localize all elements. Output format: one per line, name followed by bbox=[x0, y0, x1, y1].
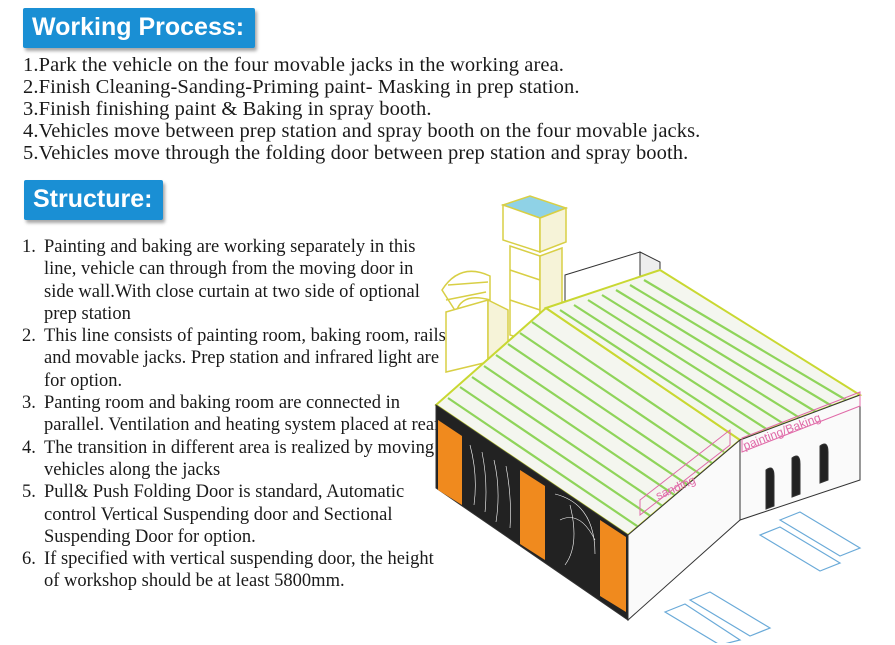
structure-item-text: Painting and baking are working separate… bbox=[44, 237, 420, 324]
booth-side-wall: sanding painting/Baking bbox=[627, 391, 861, 622]
booth-front-wall bbox=[435, 404, 629, 621]
structure-item-text: Pull& Push Folding Door is standard, Aut… bbox=[44, 482, 405, 547]
structure-item-number: 6. bbox=[22, 549, 36, 570]
structure-item-text: This line consists of painting room, bak… bbox=[44, 326, 446, 391]
structure-item-1: 1. Painting and baking are working separa… bbox=[22, 236, 447, 325]
structure-item-6: 6. If specified with vertical suspending … bbox=[22, 548, 447, 593]
working-process-heading: Working Process: bbox=[23, 8, 256, 48]
structure-item-text: The transition in different area is real… bbox=[44, 437, 435, 480]
structure-heading: Structure: bbox=[24, 180, 164, 220]
structure-list: 1. Painting and baking are working separa… bbox=[22, 236, 447, 593]
process-step-1: 1.Park the vehicle on the four movable j… bbox=[23, 54, 565, 76]
structure-item-4: 4. The transition in different area is re… bbox=[22, 437, 447, 482]
working-process-steps: 1.Park the vehicle on the four movable j… bbox=[23, 54, 700, 164]
structure-item-text: If specified with vertical suspending do… bbox=[44, 549, 434, 592]
process-step-2: 2.Finish Cleaning-Sanding-Priming paint-… bbox=[23, 76, 580, 98]
movable-jacks bbox=[663, 511, 862, 643]
structure-item-number: 1. bbox=[22, 237, 36, 257]
structure-item-text: Panting room and baking room are connect… bbox=[44, 393, 444, 436]
process-step-3: 3.Finish finishing paint & Baking in spr… bbox=[23, 98, 432, 120]
spray-booth-illustration: sanding painting/Baking bbox=[434, 195, 863, 643]
structure-item-number: 3. bbox=[22, 393, 36, 414]
process-step-4: 4.Vehicles move between prep station and… bbox=[23, 120, 701, 142]
structure-item-number: 5. bbox=[22, 482, 36, 503]
structure-item-3: 3. Panting room and baking room are conne… bbox=[22, 392, 447, 437]
process-step-5: 5.Vehicles move through the folding door… bbox=[23, 142, 689, 164]
structure-item-number: 2. bbox=[22, 326, 36, 347]
structure-item-2: 2. This line consists of painting room, b… bbox=[22, 325, 447, 392]
structure-item-5: 5. Pull& Push Folding Door is standard, A… bbox=[22, 481, 447, 548]
structure-item-number: 4. bbox=[22, 437, 36, 458]
booth-roof bbox=[434, 268, 863, 537]
